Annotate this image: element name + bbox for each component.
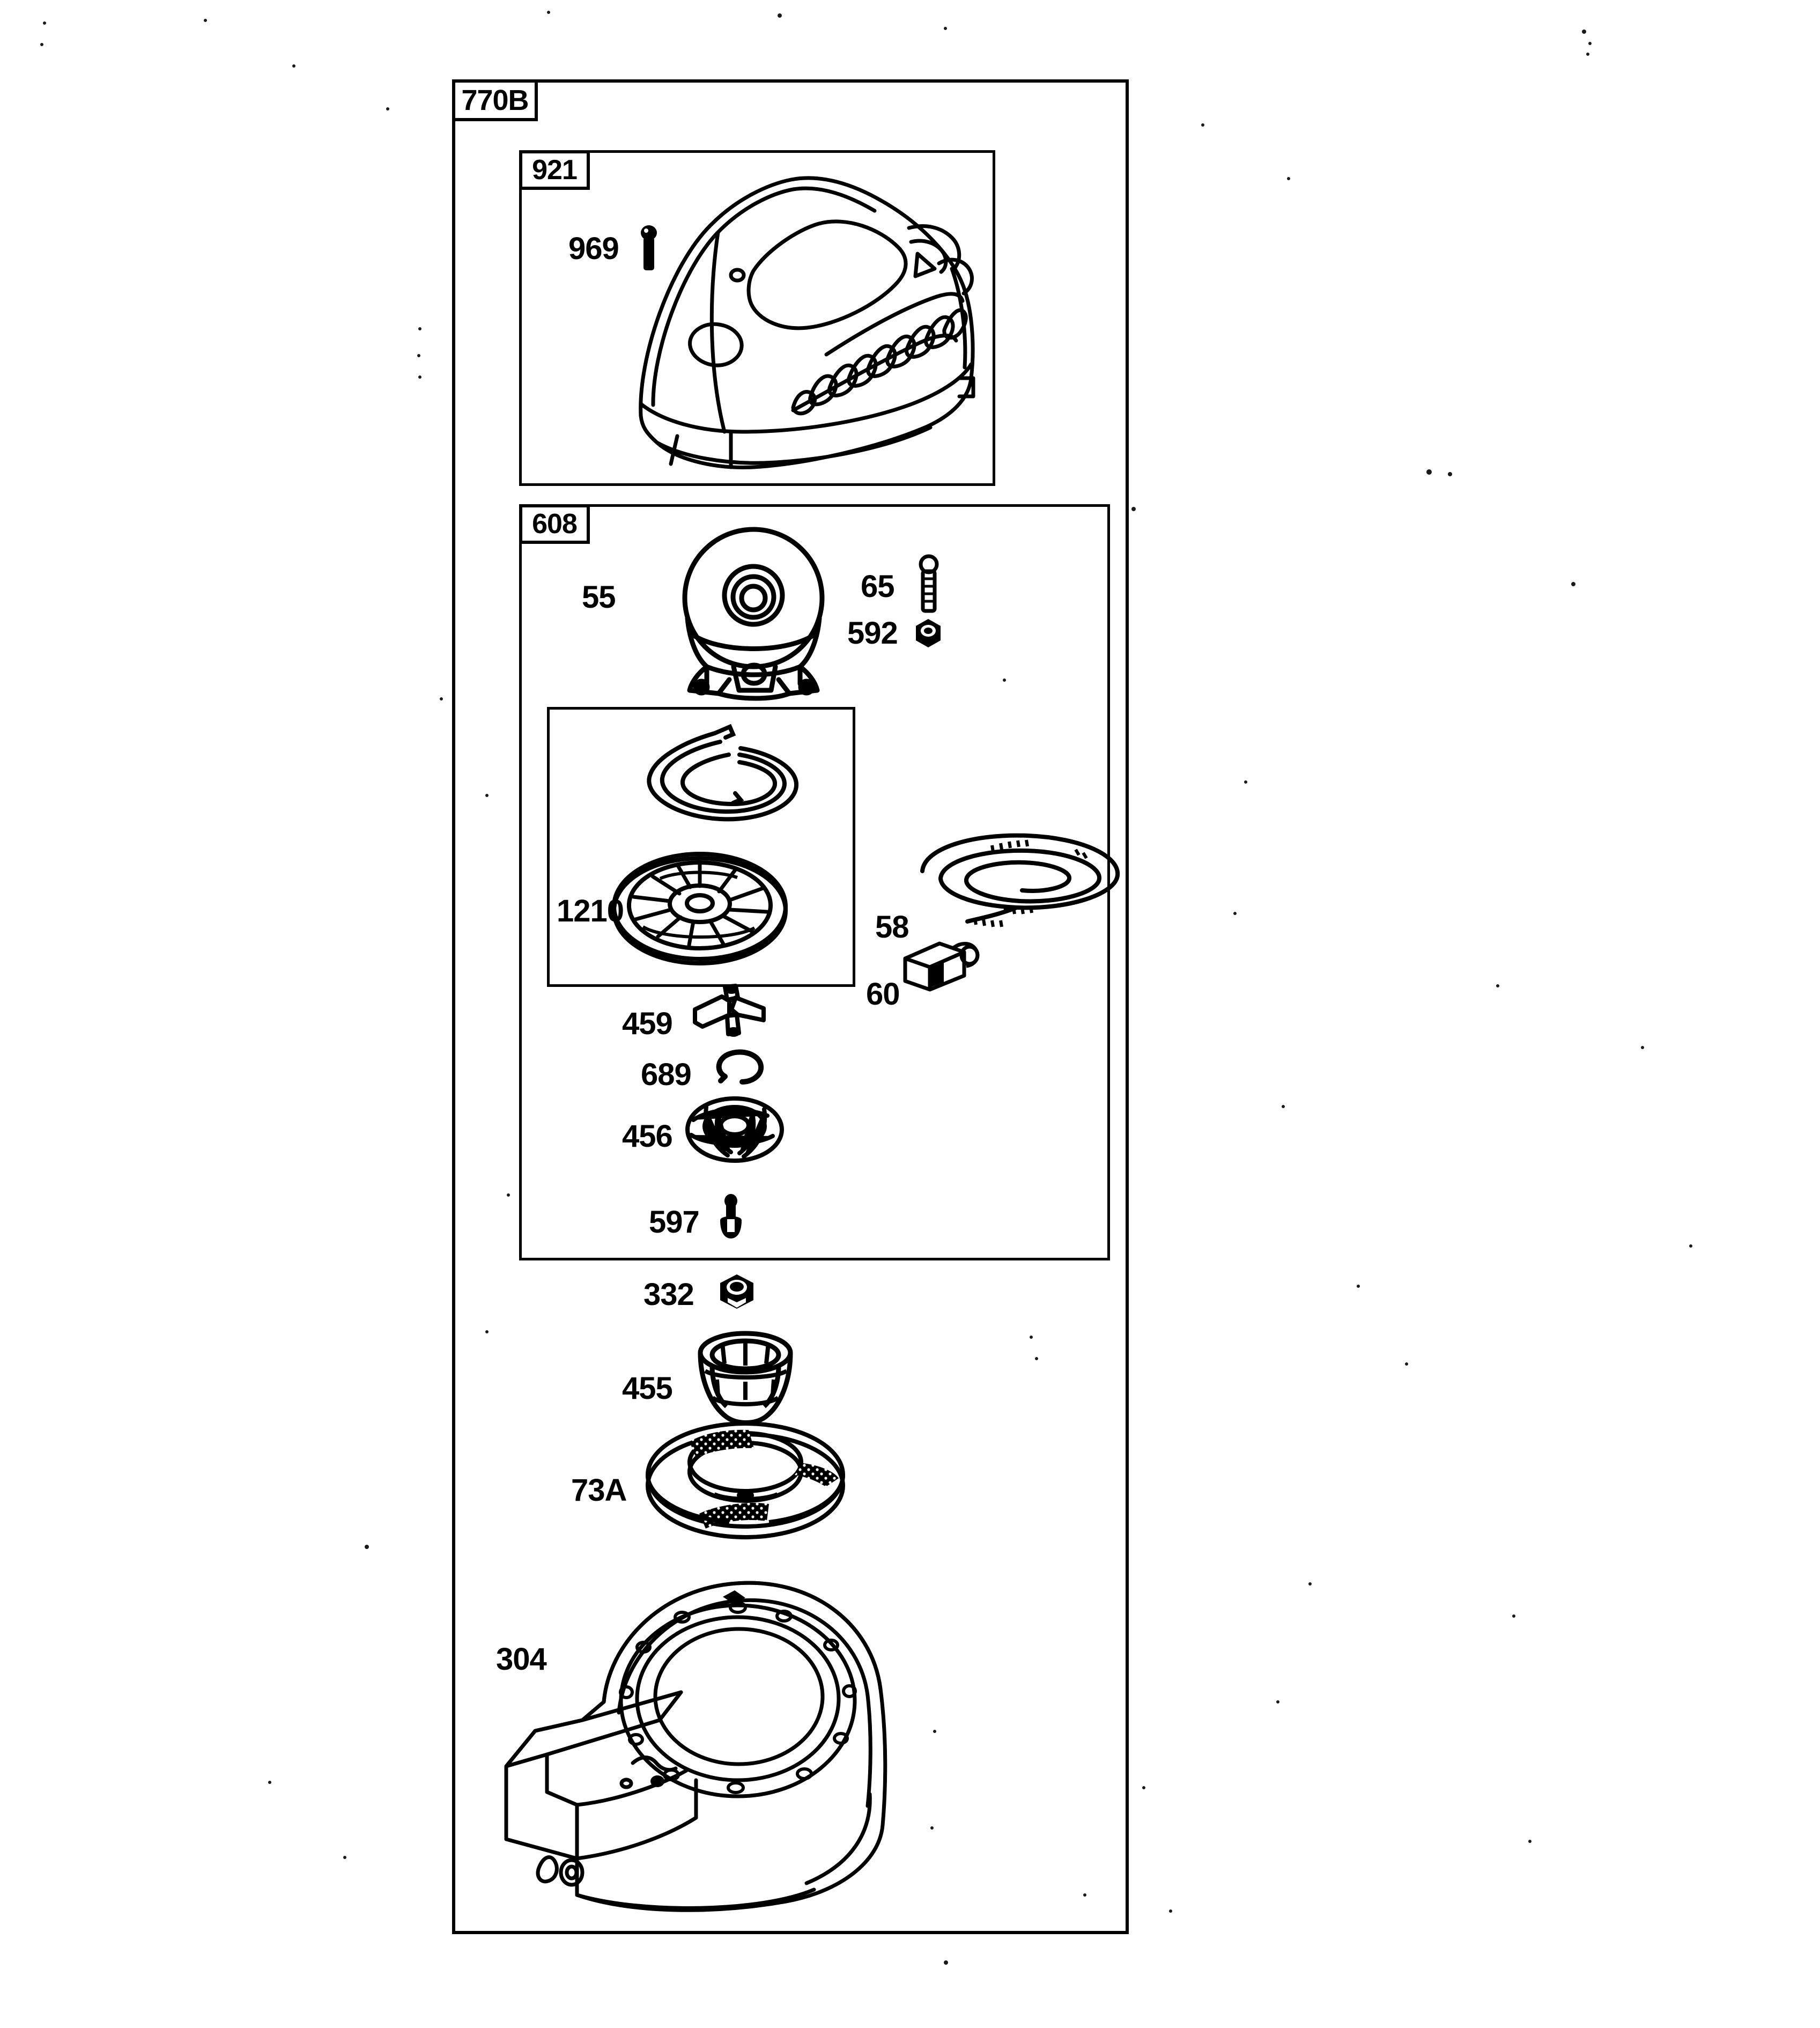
callout-58: 58 <box>875 910 909 945</box>
scan-speckle <box>1233 912 1237 915</box>
panel-770b <box>452 79 1129 1934</box>
panel-tag-770b-label: 770B <box>461 84 529 116</box>
rewind-spring-illustration <box>630 721 807 829</box>
callout-459: 459 <box>622 1006 673 1041</box>
scan-speckle <box>418 327 421 330</box>
callout-304: 304 <box>496 1642 547 1677</box>
starter-pawl-illustration <box>692 982 772 1041</box>
panel-tag-770b: 770B <box>452 79 538 121</box>
callout-456: 456 <box>622 1119 673 1154</box>
scan-speckle <box>386 107 389 110</box>
scan-speckle <box>417 354 420 357</box>
scan-speckle <box>418 375 421 379</box>
scan-speckle <box>1003 679 1006 682</box>
callout-55: 55 <box>582 580 616 615</box>
scan-speckle <box>1287 177 1290 180</box>
starter-clutch-illustration <box>684 1094 786 1164</box>
scan-speckle <box>440 697 443 700</box>
scan-speckle <box>778 13 782 18</box>
scan-speckle <box>1276 1700 1279 1703</box>
scan-speckle <box>1641 1046 1644 1049</box>
blower-housing-illustration <box>483 1558 901 1934</box>
scan-speckle <box>204 19 207 22</box>
scan-speckle <box>1496 984 1499 987</box>
starter-rope-illustration <box>912 826 1126 933</box>
flywheel-screen-illustration <box>643 1416 847 1550</box>
panel-tag-608: 608 <box>519 504 590 544</box>
scan-speckle <box>485 1330 489 1333</box>
panel-tag-921-label: 921 <box>532 154 578 186</box>
scan-speckle <box>507 1193 510 1197</box>
scan-speckle <box>268 1781 271 1784</box>
starter-lock-nut-illustration <box>912 617 945 650</box>
scan-speckle <box>1582 30 1586 34</box>
scan-speckle <box>292 64 295 68</box>
scan-speckle <box>1169 1909 1172 1913</box>
callout-60: 60 <box>866 977 900 1012</box>
callout-969: 969 <box>568 231 619 266</box>
starter-cup-illustration <box>694 1330 796 1432</box>
scan-speckle <box>1586 53 1589 56</box>
scan-speckle <box>1357 1285 1360 1288</box>
scan-speckle <box>365 1545 369 1549</box>
scan-speckle <box>1571 582 1575 586</box>
starter-grip-illustration <box>901 936 981 995</box>
scan-speckle <box>930 1826 934 1830</box>
scan-speckle <box>1142 1786 1145 1789</box>
panel-608 <box>519 504 1110 1260</box>
panel-tag-921: 921 <box>519 150 590 190</box>
scan-speckle <box>1426 469 1432 475</box>
scan-speckle <box>547 11 550 14</box>
scan-speckle <box>944 1960 948 1965</box>
scan-speckle <box>1244 780 1247 784</box>
callout-73a: 73A <box>571 1473 627 1508</box>
scan-speckle <box>1131 507 1136 511</box>
rewind-starter-assembly-illustration <box>638 523 869 701</box>
scan-speckle <box>40 43 43 46</box>
scan-speckle <box>1308 1582 1312 1585</box>
scan-speckle <box>1083 1893 1086 1897</box>
scan-speckle <box>1512 1614 1515 1618</box>
scan-speckle <box>1201 123 1204 127</box>
callout-592: 592 <box>847 616 898 651</box>
starter-rivet-illustration <box>716 1193 746 1243</box>
scan-speckle <box>43 21 46 25</box>
starter-pulley-reel-illustration <box>609 847 791 971</box>
hex-lock-nut-illustration <box>716 1272 758 1311</box>
scan-speckle <box>1528 1840 1532 1843</box>
scan-speckle <box>1405 1362 1408 1366</box>
scan-speckle <box>933 1730 936 1733</box>
callout-689: 689 <box>641 1057 692 1092</box>
panel-tag-608-label: 608 <box>532 508 578 540</box>
retaining-clip-illustration <box>713 1049 767 1086</box>
panel-921 <box>519 150 995 486</box>
scan-speckle <box>1689 1244 1692 1248</box>
engine-shroud-illustration <box>576 164 984 480</box>
scan-speckle <box>1282 1105 1285 1108</box>
panel-1210 <box>547 707 855 987</box>
callout-597: 597 <box>649 1205 700 1240</box>
callout-332: 332 <box>643 1277 694 1312</box>
scan-speckle <box>1035 1357 1038 1360</box>
shroud-screw-illustration <box>633 224 665 283</box>
callout-455: 455 <box>622 1371 673 1406</box>
scan-speckle <box>485 794 489 797</box>
starter-screw-illustration <box>914 554 943 620</box>
scan-speckle <box>1588 42 1592 45</box>
scan-speckle <box>343 1856 346 1859</box>
scan-speckle <box>1030 1336 1033 1339</box>
scan-speckle <box>1448 472 1452 476</box>
callout-65: 65 <box>861 569 895 604</box>
scan-speckle <box>944 27 947 30</box>
